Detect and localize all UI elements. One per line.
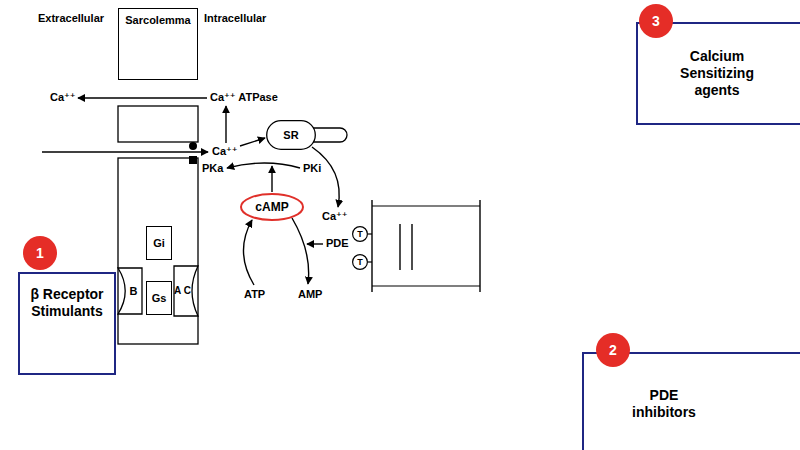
breakdown-arrow [292,218,309,284]
node-text: 2 [609,342,617,358]
camp-arrow [271,166,272,192]
node-text: A C [174,285,191,297]
node-text: Sarcolemma [125,14,190,27]
organelle-shape: SR [266,120,316,150]
diagram-label: AMP [298,288,322,301]
receptor-symbol: B [118,268,142,314]
diagram-label: PKi [303,162,321,175]
diagram-label: PDE [326,237,349,250]
z-line [371,200,372,292]
sarcomere-filament [372,285,480,286]
channel-gate [189,156,197,164]
callout-circle [23,236,57,270]
troponin-outline [353,227,368,242]
node-text: 3 [652,13,660,29]
troponin-link [368,233,372,234]
highlight-ellipse [241,194,303,220]
sarcomere-filament [399,224,400,270]
z-line [479,200,480,292]
node-text: T [357,257,363,267]
membrane-segment [118,158,198,344]
callout-number: 1 [23,236,57,270]
node-text: Gi [153,237,165,250]
diagram-label: Ca⁺⁺ [212,145,238,158]
sarcomere-filament [411,224,412,270]
node-text: SR [283,129,298,142]
membrane-box: Sarcolemma [118,8,198,80]
callout-box: Calcium Sensitizing agents [636,22,800,125]
receptor-outline [118,268,142,314]
g-protein-box: Gs [146,281,172,315]
sarcomere-filament [372,205,480,206]
g-protein-box: Gi [146,226,172,260]
channel-dot [189,142,197,150]
diagram-label: Ca⁺⁺ [322,210,348,223]
node-text: PDE inhibitors [624,387,704,421]
enzyme-outline [174,266,198,316]
troponin-circle: T [352,254,368,270]
node-text: B [130,285,138,298]
inhibition-arrow [307,243,323,244]
diagram-label: PKa [202,162,223,175]
troponin-circle: T [352,226,368,242]
diagram-label: Intracellular [204,12,266,25]
node-text: β Receptor Stimulants [26,286,108,320]
callout-circle [596,333,630,367]
activation-arrow [227,163,300,168]
callout-number: 2 [596,333,630,367]
node-text: T [357,229,363,239]
influx-arrow [42,151,208,152]
enzyme-symbol: A C [174,266,198,316]
sr-outline [267,121,316,150]
node-text: Calcium Sensitizing agents [669,48,765,99]
node-text: cAMP [255,200,288,214]
node-text: Gs [152,292,167,305]
messenger-ellipse: cAMP [240,193,304,221]
efflux-arrow [78,97,207,98]
callout-circle [639,4,673,38]
troponin-outline [353,255,368,270]
membrane-segment [118,106,198,142]
pump-arrow [225,106,226,143]
callout-number: 3 [639,4,673,38]
troponin-link [368,261,372,262]
diagram-label: ATP [244,288,265,301]
synthesis-arrow [243,220,254,285]
diagram-label: Ca⁺⁺ ATPase [210,91,278,104]
callout-box: β Receptor Stimulants [18,272,116,375]
uptake-arrow [240,138,265,146]
diagram-label: Ca⁺⁺ [50,91,76,104]
release-arrow [312,147,339,207]
node-text: 1 [36,245,44,261]
diagram-label: Extracellular [38,12,104,25]
